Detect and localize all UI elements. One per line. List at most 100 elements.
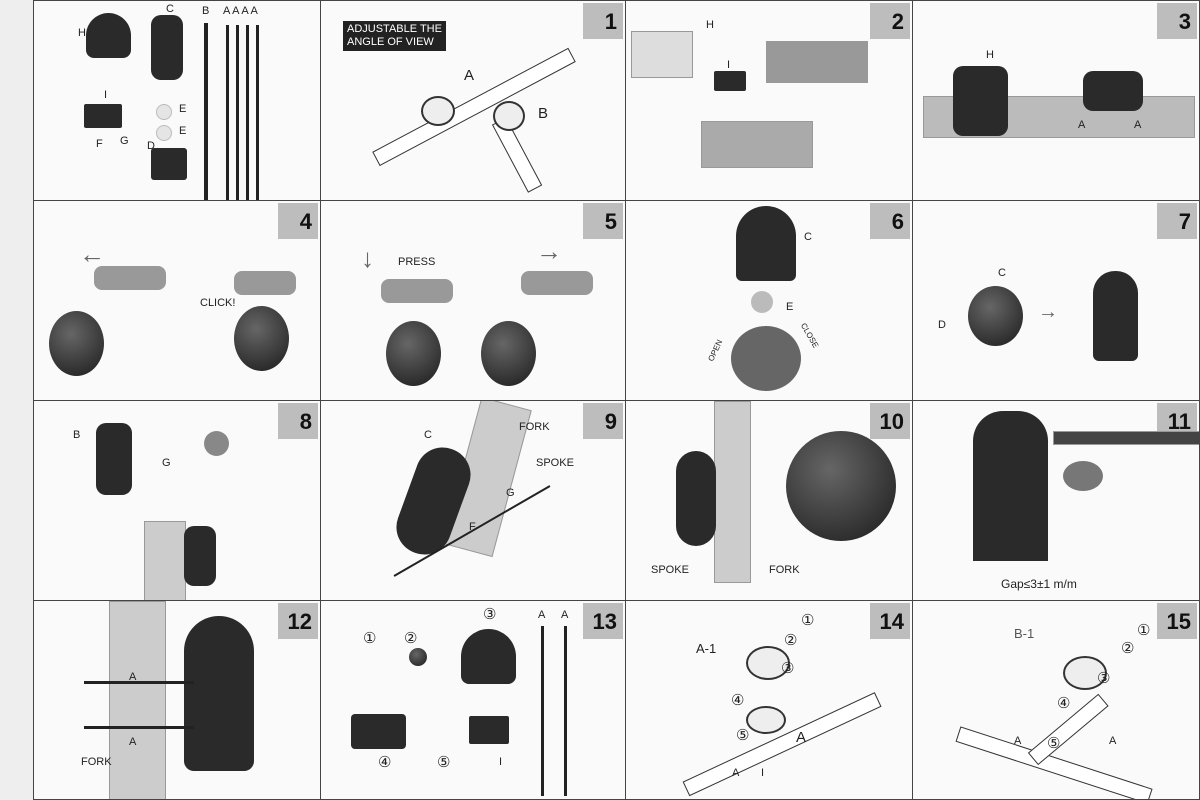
step-number: 6 [870,203,910,239]
handlebar [682,692,882,797]
part-i [84,104,122,128]
label-i: I [104,89,108,101]
label-e: E [179,103,187,115]
label-3: ③ [781,660,795,677]
label-spoke: SPOKE [651,564,689,576]
label-fork: FORK [519,421,550,433]
panel-step-15: 15 B-1 ① ② ③ ④ ⑤ A A [912,600,1200,800]
label-1: ① [801,612,815,629]
part-2 [409,648,427,666]
mount-strapped [1083,71,1143,111]
part-i [469,716,509,744]
label-d: D [938,319,946,331]
magnet-g [204,431,229,456]
label-5: ⑤ [736,727,750,744]
step-number: 8 [278,403,318,439]
label-3: ③ [483,606,497,623]
panel-step-11: 11 Gap≤3±1 m/m [912,400,1200,601]
part-e [156,104,172,120]
step-number: 13 [583,603,623,639]
tie-b [204,23,208,200]
step-number: 9 [583,403,623,439]
tie-a [246,25,249,200]
label-2: ② [404,630,418,647]
computer [234,271,296,295]
sensor [96,423,132,495]
label-fork: FORK [81,756,112,768]
magnified-view [786,431,896,541]
sensor [1093,271,1138,361]
label-2: ② [784,632,798,649]
label-c: C [804,231,812,243]
label-4: ④ [1057,695,1071,712]
arrow-right-icon: → [536,236,562,266]
part-c [151,15,183,80]
sensor [973,411,1048,561]
step-number: 2 [870,3,910,39]
panel-step-3: 3 H A A [912,0,1200,201]
label-2: ② [1121,640,1135,657]
label-a: A [129,671,137,683]
label-3: ③ [1097,670,1111,687]
label-c: C [166,3,174,15]
sensor [676,451,716,546]
mount-exploded [746,646,790,680]
label-b1: B-1 [1014,626,1035,641]
panel-step-10: 10 SPOKE FORK [625,400,913,601]
label-a: A [1014,735,1022,747]
step-number: 1 [583,3,623,39]
fork [144,521,186,600]
label-b: B [202,5,210,17]
tie-a [226,25,229,200]
banner-line: ANGLE OF VIEW [347,36,434,48]
panel-step-4: 4 ← CLICK! [33,200,321,401]
label-press: PRESS [398,256,436,268]
step-number: 10 [870,403,910,439]
tie-a [541,626,544,796]
mount-exploded [1063,656,1107,690]
label-e: E [786,301,794,313]
label-a1: A-1 [696,641,717,656]
mount-ball [386,321,441,386]
arrow-down-icon: ↓ [361,243,374,273]
mount-ball [234,306,289,371]
battery-e [751,291,773,313]
panel-step-14: 14 A-1 ① ② ③ ④ ⑤ A A I [625,600,913,800]
part-e [156,125,172,141]
label-open: OPEN [706,338,725,363]
label-c: C [424,429,432,441]
label-click: CLICK! [200,297,236,309]
computer [94,266,166,290]
mount-ball [481,321,536,386]
tie-a [84,726,194,729]
label-a: A A A A [223,5,258,17]
clamp [746,706,786,734]
label-a: A [732,767,740,779]
panel-step-7: 7 C D → [912,200,1200,401]
label-a: A [796,729,807,746]
label-i: I [761,767,765,779]
step-number: 5 [583,203,623,239]
panel-step-5: 5 ↓ → PRESS [320,200,626,401]
label-a: A [1109,735,1117,747]
label-a: A [1078,119,1086,131]
fork [109,601,166,799]
mount-detail [701,121,813,168]
label-g: G [120,135,129,147]
label-h: H [706,19,714,31]
step-number: 14 [870,603,910,639]
label-b: B [538,105,549,122]
cap-c [968,286,1023,346]
label-a: A [538,609,546,621]
page-margin [0,0,33,800]
sensor-c [736,206,796,281]
label-h: H [986,49,994,61]
mount-b [493,101,525,131]
part-h [86,13,131,58]
label-spoke: SPOKE [536,457,574,469]
part-4 [351,714,406,749]
label-g: G [506,487,515,499]
label-i: I [727,59,731,71]
